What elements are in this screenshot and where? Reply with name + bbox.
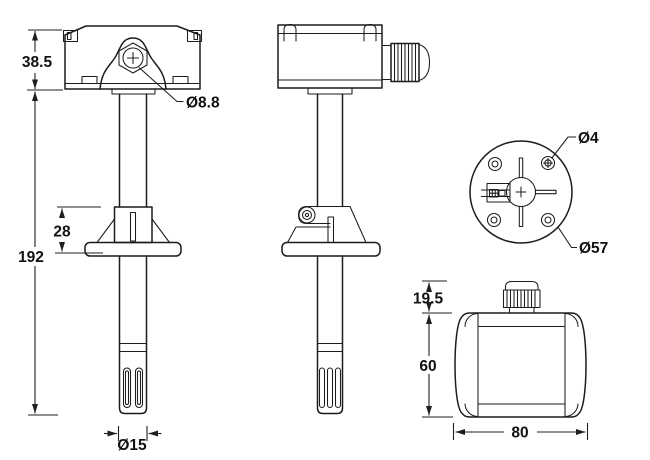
flange-screw-hole-bottom-right: [540, 212, 556, 228]
dim-probe-diameter: Ø15: [104, 426, 162, 454]
side-cable-gland: [381, 42, 431, 83]
flange-screw-hole-bottom-left: [486, 212, 502, 228]
dim-label-enclosure-depth: 60: [419, 358, 436, 375]
front-probe: [118, 255, 148, 415]
dim-flange-diameter: Ø57: [557, 226, 608, 257]
extension-lines: [27, 29, 63, 91]
flange-outer-circle: [469, 140, 573, 244]
enclosure-face-lines: [477, 312, 566, 418]
side-right-clip: [363, 23, 377, 42]
front-view: [62, 25, 203, 415]
front-clamp-gussets: [96, 218, 171, 244]
extension-lines: [55, 206, 103, 254]
front-probe-joint-lines: [118, 342, 148, 353]
extension-lines: [117, 426, 148, 441]
side-probe-joint-lines: [316, 342, 344, 353]
side-housing-outline: [277, 24, 383, 89]
flange-connector-slot: [480, 182, 511, 203]
side-probe: [316, 255, 344, 415]
dim-enclosure-width: 80: [452, 423, 589, 442]
dim-insertion-length: 192: [18, 91, 58, 416]
flange-ribs: [518, 157, 557, 228]
dim-label-gland-height: 19.5: [413, 291, 444, 308]
front-stem: [118, 93, 148, 208]
dim-gland-height: 19.5: [413, 280, 452, 314]
extension-lines: [422, 280, 452, 314]
dim-label-probe-diameter: Ø15: [117, 437, 147, 454]
front-probe-vents: [122, 367, 144, 409]
side-view: [277, 23, 431, 415]
dim-label-flange-diameter: Ø57: [579, 240, 608, 257]
front-flange: [84, 241, 182, 257]
dim-label-mounting-hole-diameter: Ø4: [578, 130, 599, 147]
front-neck: [111, 88, 156, 95]
enclosure-gland-top: [502, 280, 541, 314]
dimensions: 38.5 192 28 Ø15 Ø8.8 Ø4: [18, 29, 608, 454]
flange-screw-hole-top-right: [540, 155, 556, 171]
side-clamp: [286, 205, 367, 244]
flange-center-cross-icon: [515, 186, 527, 198]
enclosure-corner-arcs: [464, 312, 579, 418]
enclosure-outline: [454, 312, 587, 418]
dim-label-flange-standoff: 28: [53, 224, 71, 241]
dim-label-insertion-length: 192: [18, 249, 44, 266]
dim-mounting-hole-diameter: Ø4: [551, 130, 599, 159]
side-neck: [307, 87, 353, 95]
side-left-clip: [283, 23, 297, 42]
front-gland-crosshair-icon: [126, 51, 140, 65]
extension-lines: [452, 423, 589, 440]
side-flange: [281, 241, 381, 257]
side-probe-vents: [318, 367, 342, 409]
side-stem: [316, 93, 344, 208]
dim-label-housing-height: 38.5: [22, 54, 53, 71]
leader-line: [138, 67, 184, 103]
front-housing-right-notch: [172, 75, 189, 85]
front-right-mount-tab: [186, 29, 203, 43]
dim-enclosure-depth: 60: [419, 314, 453, 418]
dim-label-enclosure-width: 80: [511, 425, 528, 442]
front-clamp-slot: [129, 211, 137, 242]
leader-line: [551, 136, 576, 159]
dim-gland-nut-diameter: Ø8.8: [138, 67, 220, 112]
front-housing-outline: [64, 25, 201, 90]
flange-screw-hole-top-left: [487, 156, 503, 172]
flange-center-boss: [505, 176, 537, 208]
front-gland-hole: [122, 47, 144, 69]
leader-line: [557, 226, 577, 249]
front-housing-left-notch: [81, 75, 98, 85]
dim-housing-height: 38.5: [22, 29, 63, 91]
dim-flange-standoff: 28: [53, 206, 103, 254]
flange-bottom-view: [469, 140, 573, 244]
front-gland-dome: [99, 37, 167, 90]
front-left-mount-tab: [62, 29, 79, 43]
front-gland-nut: [118, 42, 148, 74]
dim-label-gland-nut-diameter: Ø8.8: [186, 95, 220, 112]
enclosure-top-view: [454, 280, 587, 418]
